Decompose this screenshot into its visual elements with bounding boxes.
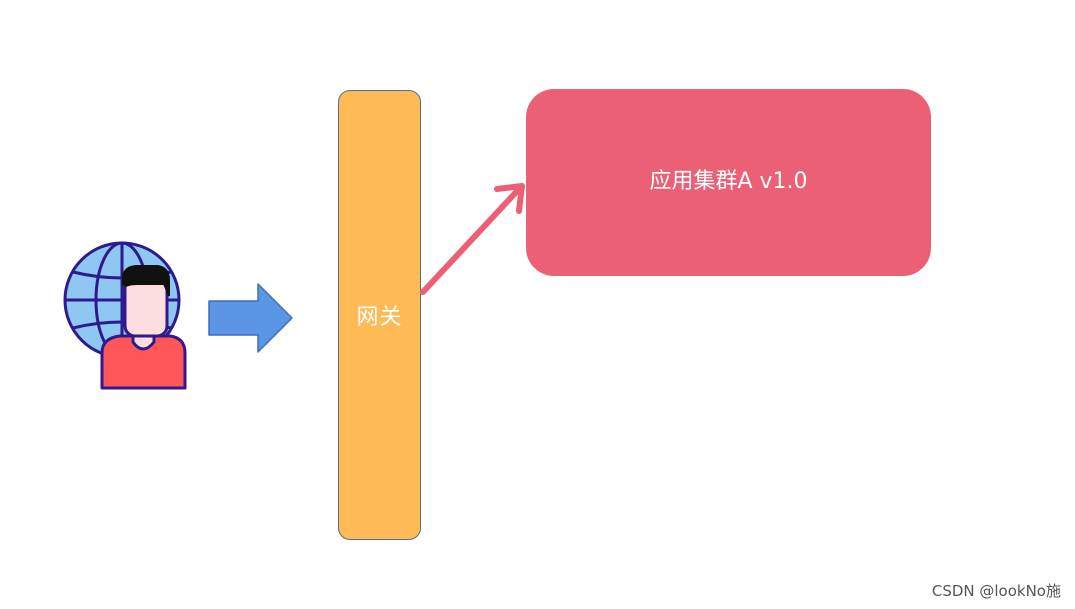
right-arrow-icon xyxy=(208,283,293,353)
watermark: CSDN @lookNo施 xyxy=(931,582,1061,600)
gateway-label: 网关 xyxy=(356,305,403,330)
user-globe-icon xyxy=(63,241,187,390)
diagonal-arrow-icon xyxy=(420,183,525,295)
app-cluster-box: 应用集群A v1.0 xyxy=(526,89,931,276)
gateway-box: 网关 xyxy=(338,90,421,540)
app-cluster-label: 应用集群A v1.0 xyxy=(649,169,808,194)
